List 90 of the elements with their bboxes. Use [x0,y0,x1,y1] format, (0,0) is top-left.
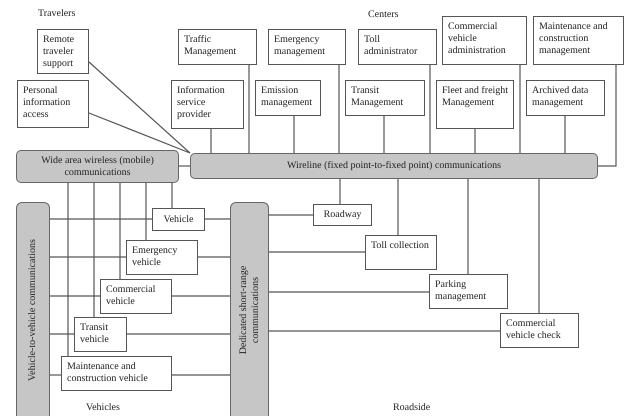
process-box [37,29,89,74]
box-label: Maintenance and construction vehicle [67,361,149,385]
connector-line [564,116,566,153]
communication-bar [190,153,598,179]
connector-line [127,333,230,335]
box-label: Vehicle-to-vehicle communications [27,238,39,383]
box-label: Emergency vehicle [132,245,178,269]
connector-line [67,183,69,356]
process-box [268,29,346,65]
box-label: Traffic Management [184,34,238,58]
connector-line [88,62,190,154]
box-label: Dedicated short-range communications [238,264,262,356]
box-label: Wireline (fixed point-to-fixed point) communications [287,160,501,172]
connector-line [179,165,190,167]
connector-line [339,179,341,204]
connector-line [50,295,100,297]
box-label: Fleet and freight Management [442,85,510,109]
section-label: Roadside [393,402,430,413]
connector-line [598,65,617,167]
process-box [533,16,624,65]
connector-line [50,374,61,376]
process-box [365,235,437,270]
section-label: Vehicles [86,402,120,413]
process-box [178,29,257,65]
connector-line [210,129,212,153]
connector-line [519,65,521,153]
process-box [358,29,437,65]
section-label: Centers [368,9,399,20]
connector-line [248,65,250,153]
connector-line [145,183,147,240]
connector-line [397,179,399,235]
box-label: Parking management [435,279,488,303]
connector-line [171,183,173,208]
process-box [429,274,508,309]
box-label: Archived data management [532,85,590,109]
box-label: Toll administrator [364,34,418,58]
box-label: Emergency management [274,34,326,58]
process-box [255,80,321,116]
box-label: Commercial vehicle [106,284,156,308]
box-label: Vehicle [162,214,194,226]
connector-line [467,179,469,274]
process-box [17,80,89,128]
connector-line [429,65,431,153]
connector-line [538,179,540,313]
connector-line [293,116,295,153]
communication-bar [16,202,50,416]
process-box [126,240,198,275]
process-box [313,204,372,226]
process-box [74,317,127,352]
connector-line [119,183,121,279]
connector-line [88,112,190,154]
connector-line [269,214,313,216]
process-box [61,356,172,391]
connector-line [50,256,126,258]
connector-line [474,129,476,153]
process-box [526,80,605,116]
connector-line [172,374,230,376]
box-label: Commercial vehicle administration [448,21,507,57]
connector-line [205,218,230,220]
process-box [500,313,579,348]
box-label: Commercial vehicle check [506,318,562,342]
box-label: Maintenance and construction management [539,21,609,57]
connector-line [198,256,230,258]
connector-line [338,65,340,153]
connector-line [50,333,74,335]
box-label: Emission management [261,85,314,109]
communication-bar [230,202,269,416]
connector-line [50,218,152,220]
process-box [442,16,527,65]
connector-line [383,116,385,153]
connector-line [269,291,429,293]
process-box [171,80,244,129]
process-box [100,279,172,314]
process-box [436,80,514,129]
connector-line [93,183,95,317]
box-label: Toll collection [371,240,430,252]
box-label: Personal information access [23,85,72,121]
connector-line [269,330,500,332]
connector-line [172,295,230,297]
section-label: Travelers [38,8,76,19]
process-box [152,208,205,231]
communication-bar [16,150,179,183]
box-label: Remote traveler support [43,34,76,70]
connector-line [269,251,365,253]
box-label: Transit vehicle [80,322,110,346]
box-label: Wide area wireless (mobile) communications [40,154,155,178]
box-label: Roadway [322,209,362,221]
box-label: Information service provider [177,85,226,121]
process-box [345,80,425,116]
box-label: Transit Management [351,85,404,109]
